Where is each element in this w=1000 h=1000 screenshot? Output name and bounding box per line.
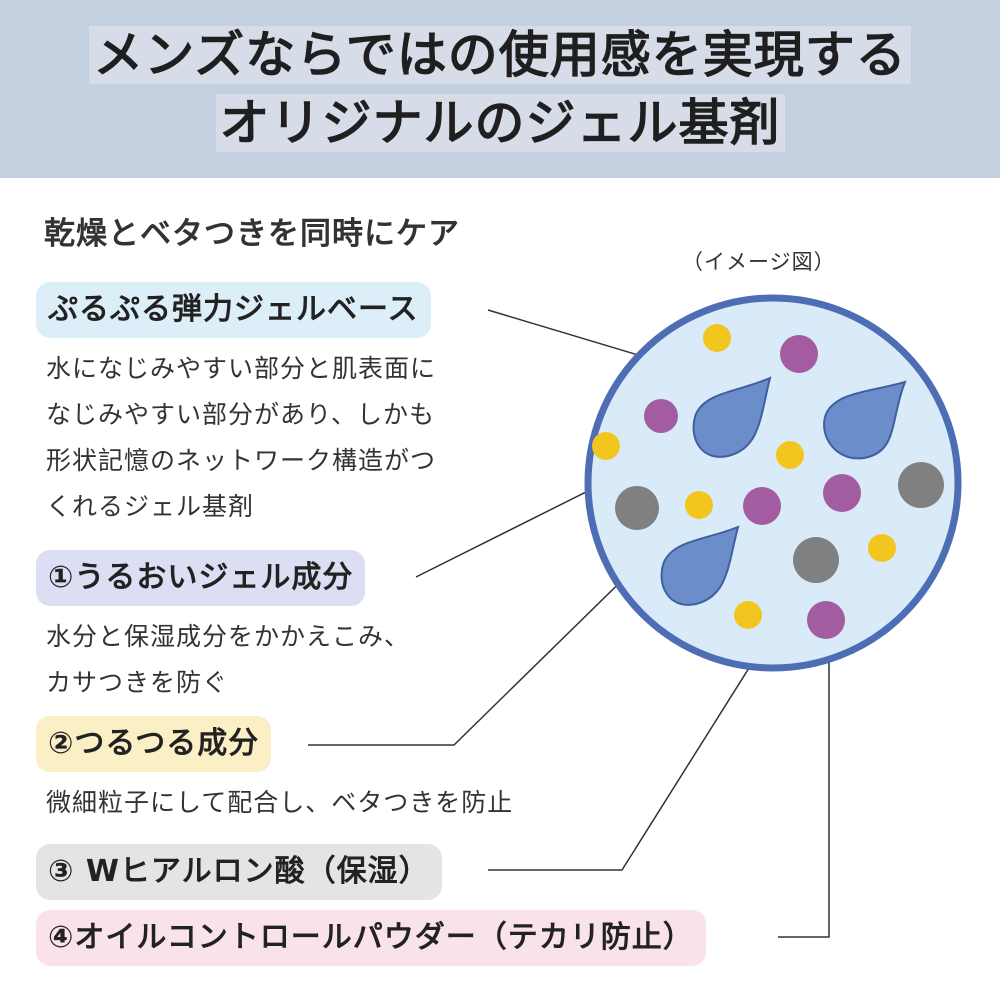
- desc-line: 水分と保湿成分をかかえこみ、: [46, 622, 411, 651]
- subtitle: 乾燥とベタつきを同時にケア: [44, 216, 460, 252]
- label-hyaluronic-acid: ③ Wヒアルロン酸（保湿）: [36, 844, 442, 900]
- droplet-icon: [692, 376, 772, 458]
- desc-line: くれるジェル基剤: [46, 492, 255, 521]
- desc-line: 水になじみやすい部分と肌表面に: [46, 354, 437, 383]
- yellow-particle: [703, 324, 731, 352]
- leader-line-oil-control-powder: [778, 620, 830, 938]
- yellow-particle: [734, 601, 762, 629]
- desc-smooth-component: 微細粒子にして配合し、ベタつきを防止: [46, 780, 513, 826]
- desc-gel-base: 水になじみやすい部分と肌表面に なじみやすい部分があり、しかも 形状記憶のネット…: [46, 346, 436, 530]
- desc-line: カサつきを防ぐ: [46, 668, 229, 697]
- title-line-2: オリジナルのジェル基剤: [0, 92, 1000, 154]
- purple-particle: [780, 335, 818, 373]
- purple-particle: [644, 399, 678, 433]
- image-caption: （イメージ図）: [682, 250, 836, 274]
- yellow-particle: [592, 432, 620, 460]
- yellow-particle: [776, 441, 804, 469]
- title-line-1: メンズならではの使用感を実現する: [0, 24, 1000, 86]
- label-smooth-component: ②つるつる成分: [36, 716, 272, 772]
- purple-particle: [807, 601, 845, 639]
- gray-particle: [898, 462, 944, 508]
- gray-particle: [615, 486, 659, 530]
- yellow-particle: [685, 491, 713, 519]
- header-banner: メンズならではの使用感を実現する オリジナルのジェル基剤: [0, 0, 1000, 178]
- gray-particle: [793, 537, 839, 583]
- desc-moisture-gel: 水分と保湿成分をかかえこみ、 カサつきを防ぐ: [46, 614, 410, 706]
- desc-line: なじみやすい部分があり、しかも: [46, 400, 436, 429]
- desc-line: 形状記憶のネットワーク構造がつ: [46, 446, 437, 475]
- label-oil-control-powder: ④オイルコントロールパウダー（テカリ防止）: [36, 910, 706, 966]
- title-text-1: メンズならではの使用感を実現する: [89, 26, 911, 84]
- label-gel-base: ぷるぷる弾力ジェルベース: [36, 282, 431, 338]
- droplet-icon: [660, 525, 740, 606]
- title-text-2: オリジナルのジェル基剤: [215, 94, 785, 152]
- yellow-particle: [868, 534, 896, 562]
- droplet-icon: [823, 380, 907, 460]
- label-moisture-gel: ①うるおいジェル成分: [36, 550, 366, 606]
- desc-line: 微細粒子にして配合し、ベタつきを防止: [46, 788, 514, 817]
- purple-particle: [743, 487, 781, 525]
- purple-particle: [823, 474, 861, 512]
